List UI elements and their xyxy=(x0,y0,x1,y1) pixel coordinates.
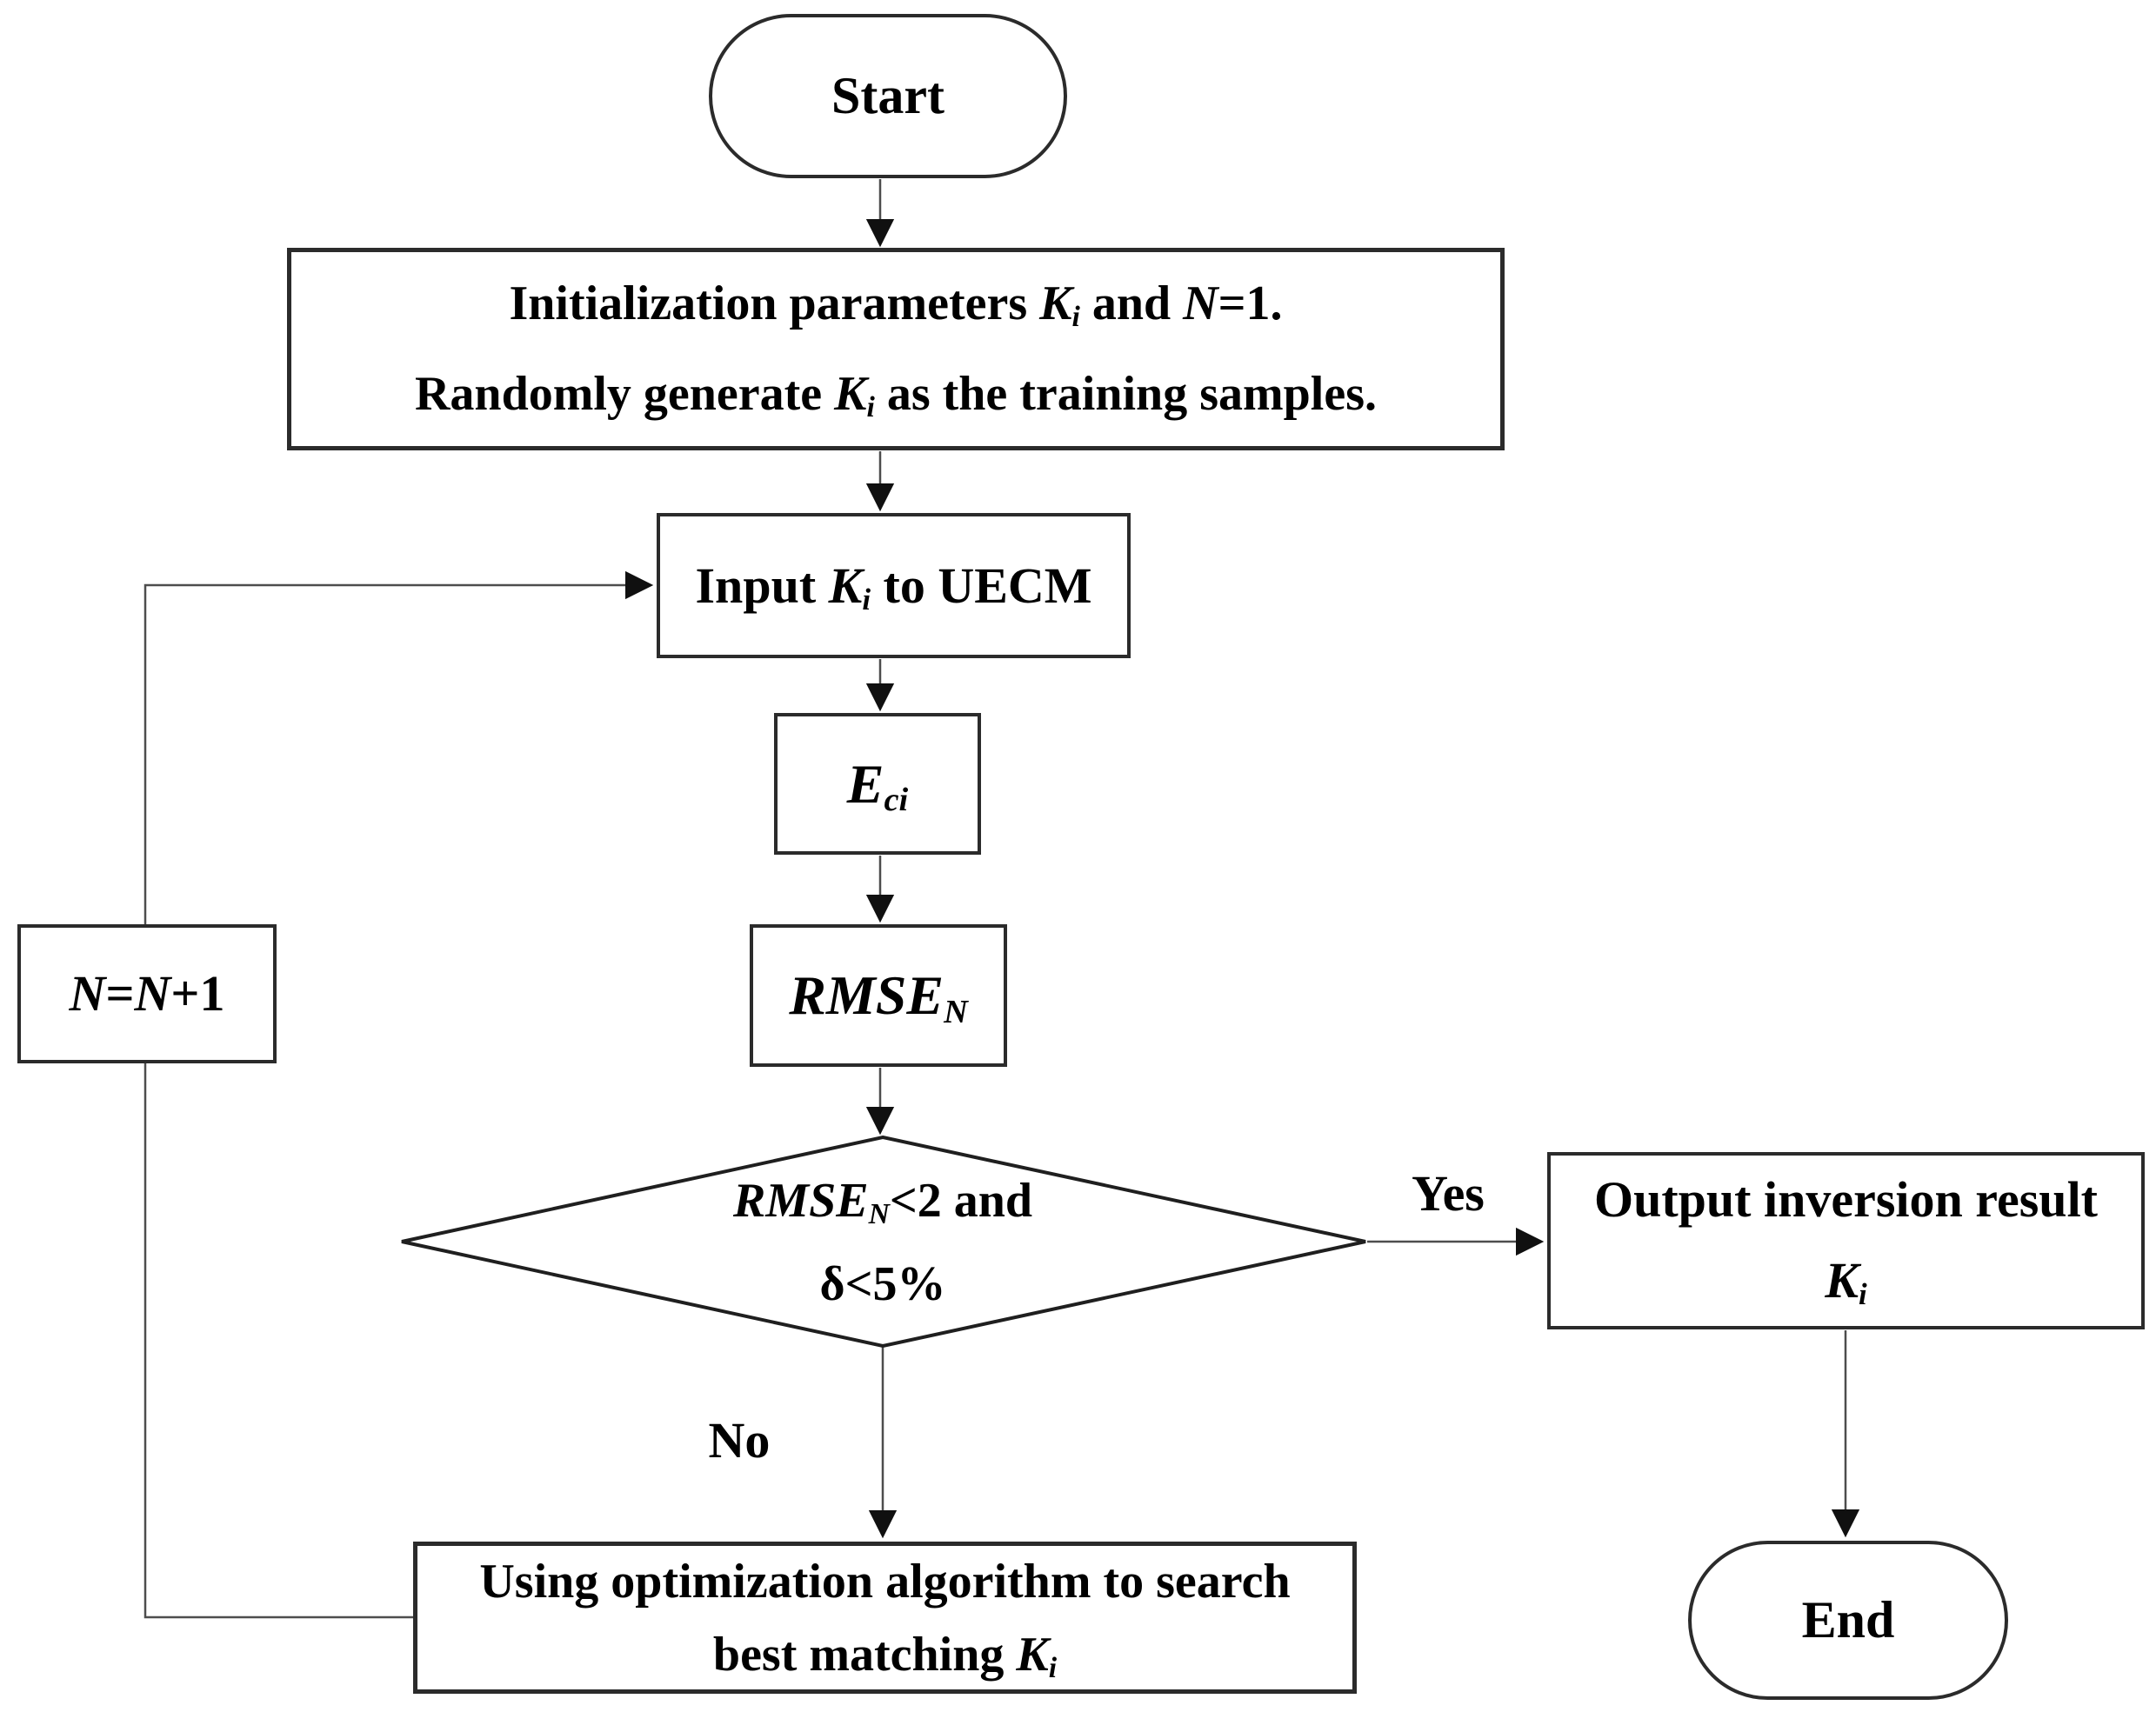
rmse-label: RMSEN xyxy=(789,952,968,1038)
input-post: to UECM xyxy=(871,556,1092,614)
sub-n: N xyxy=(944,993,968,1030)
var-k: K xyxy=(834,366,867,421)
optimization-box: Using optimization algorithm to search b… xyxy=(413,1542,1357,1694)
decision-line1: RMSEN<2 and xyxy=(733,1160,1032,1242)
decision-diamond-shape xyxy=(401,1135,1366,1349)
output-line2: Ki xyxy=(1825,1241,1866,1322)
input-pre: Input xyxy=(695,556,829,614)
decision-diamond: RMSEN<2 and δ<5% xyxy=(576,1158,1190,1328)
start-node: Start xyxy=(709,14,1067,178)
decision-line2: δ<5% xyxy=(819,1256,946,1311)
init-box: Initialization parameters Ki and N=1. Ra… xyxy=(287,248,1505,450)
var-k: K xyxy=(1825,1252,1859,1309)
var-rmse: RMSE xyxy=(732,1174,869,1229)
input-uecm-box: Input Ki to UECM xyxy=(657,513,1131,658)
end-label: End xyxy=(1801,1591,1895,1649)
sub-i: i xyxy=(1859,1277,1867,1312)
init-line2: Randomly generate Ki as the training sam… xyxy=(415,350,1377,440)
no-label: No xyxy=(708,1412,771,1469)
var-n: N xyxy=(1183,276,1218,330)
rmse-box: RMSEN xyxy=(750,924,1007,1067)
sub-n: N xyxy=(868,1198,890,1231)
optimization-line1: Using optimization algorithm to search xyxy=(479,1554,1291,1609)
yes-label: Yes xyxy=(1412,1165,1485,1222)
decision-condition1: <2 and xyxy=(889,1174,1033,1229)
var-rmse: RMSE xyxy=(789,964,945,1027)
eci-box: Eci xyxy=(774,713,981,855)
counter-increment: +1 xyxy=(170,965,225,1023)
init-line1-post: =1. xyxy=(1218,276,1283,330)
optimization-line2: best matching Ki xyxy=(713,1618,1057,1691)
end-node: End xyxy=(1688,1541,2008,1700)
counter-label: N=N+1 xyxy=(70,955,225,1033)
init-line1-mid: and xyxy=(1079,276,1184,330)
optimization-line2-text: best matching xyxy=(712,1627,1017,1682)
var-e: E xyxy=(846,752,884,815)
var-n: N xyxy=(69,965,106,1023)
init-line2-post: as the training samples. xyxy=(874,366,1377,421)
sub-i: i xyxy=(862,582,871,616)
start-label: Start xyxy=(831,67,945,124)
equals-sign: = xyxy=(105,965,135,1023)
var-k: K xyxy=(828,556,863,614)
var-k-icon: K xyxy=(1039,276,1072,330)
input-uecm-label: Input Ki to UECM xyxy=(695,547,1091,625)
counter-box: N=N+1 xyxy=(17,924,277,1063)
sub-ci: ci xyxy=(884,782,909,819)
var-k: K xyxy=(1016,1627,1049,1682)
output-line1: Output inversion result xyxy=(1593,1171,2098,1229)
eci-label: Eci xyxy=(847,741,908,827)
sub-i: i xyxy=(1071,300,1080,333)
init-line1: Initialization parameters Ki and N=1. xyxy=(509,259,1282,350)
sub-i: i xyxy=(1048,1651,1058,1684)
init-line1-text: Initialization parameters xyxy=(509,276,1040,330)
var-n: N xyxy=(134,965,171,1023)
sub-i: i xyxy=(866,390,875,423)
loop-optimization-to-input xyxy=(144,570,654,1619)
output-box: Output inversion result Ki xyxy=(1547,1152,2145,1329)
init-line2-text: Randomly generate xyxy=(414,366,835,421)
